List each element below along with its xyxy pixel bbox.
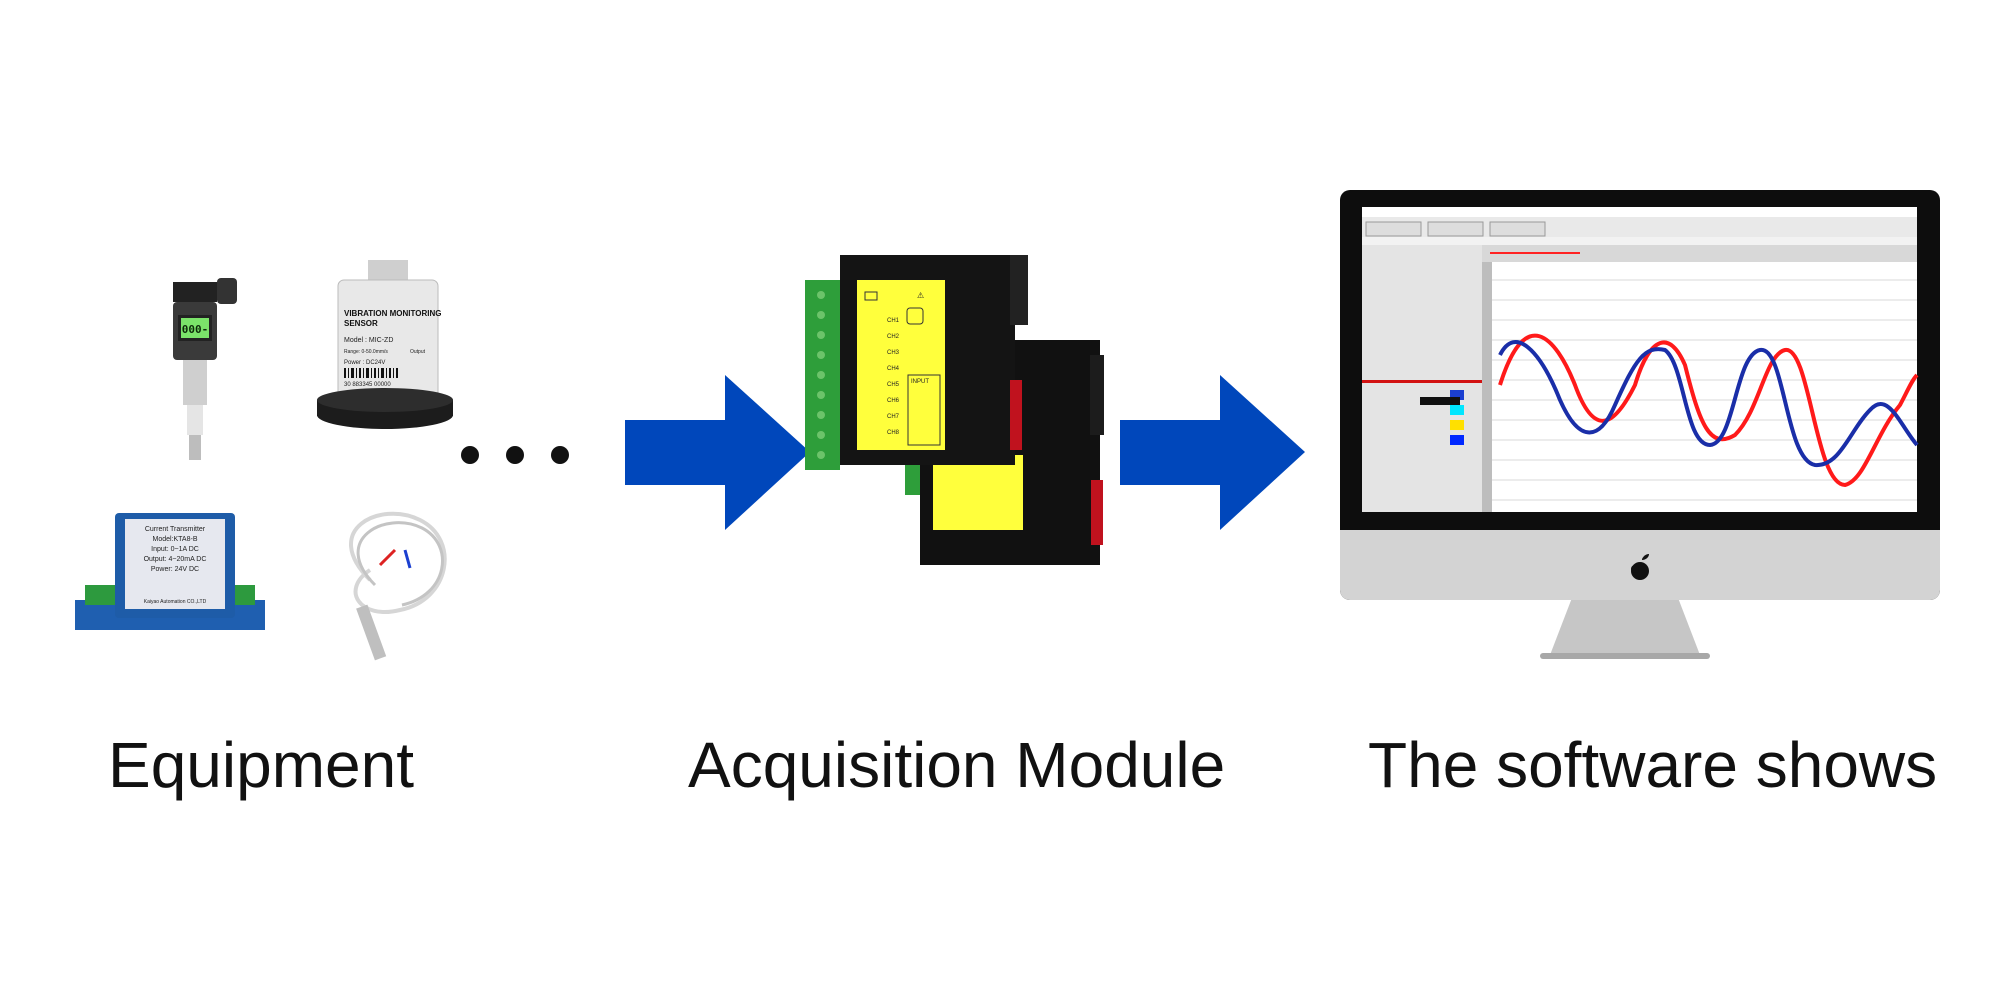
arrow-right-icon (1120, 375, 1305, 530)
current-maker: Kaiyao Automation CO.,LTD (144, 599, 207, 605)
software-caption: The software shows (1368, 729, 1938, 801)
monitor-image (1340, 190, 1940, 659)
channel-label: CH2 (887, 334, 900, 340)
vibration-barcode-text: 30 883345 00000 (344, 382, 391, 388)
monitor-group (1340, 185, 1940, 665)
vibration-power: Power : DC24V (344, 360, 385, 366)
vibration-sensor-image: VIBRATION MONITORING SENSOR Model : MIC-… (317, 260, 453, 429)
arrow-right-icon (625, 375, 810, 530)
barcode (344, 368, 398, 378)
vibration-output: Output (410, 349, 426, 355)
channel-label: CH7 (887, 414, 900, 420)
module-input-label: INPUT (911, 379, 929, 385)
channel-label: CH4 (887, 366, 900, 372)
vibration-model: Model : MIC-ZD (344, 337, 393, 344)
current-power: Power: 24V DC (151, 566, 199, 573)
acquisition-module-group: ⚠ INPUT CH1 CH2 CH3 CH4 CH5 CH6 CH7 CH8 (805, 250, 1110, 570)
transmitter-display-text: 000- (182, 323, 209, 336)
equipment-group: 000- VIBRATION MONITORING SENSOR Model :… (60, 250, 620, 670)
temperature-probe-image (349, 511, 447, 661)
ellipsis-icon (461, 446, 569, 464)
vibration-range: Range: 0-50.0mm/s (344, 349, 388, 355)
pressure-transmitter-image: 000- (173, 278, 237, 460)
current-transmitter-image: Current Transmitter Model:KTA8-B Input: … (75, 513, 265, 630)
apple-logo-icon (1631, 554, 1649, 580)
module-front: ⚠ INPUT (805, 255, 1028, 470)
channel-label: CH5 (887, 382, 900, 388)
equipment-caption: Equipment (108, 729, 414, 801)
acquisition-module-image: ⚠ INPUT CH1 CH2 CH3 CH4 CH5 CH6 CH7 CH8 (805, 255, 1104, 565)
red-waveform-series (1498, 333, 1919, 488)
channel-label: CH1 (887, 318, 900, 324)
module-caption: Acquisition Module (688, 729, 1226, 801)
module-channel-labels: CH1 CH2 CH3 CH4 CH5 CH6 CH7 CH8 (887, 318, 900, 436)
channel-label: CH3 (887, 350, 900, 356)
current-title: Current Transmitter (145, 526, 206, 533)
vibration-label-line2: SENSOR (344, 319, 378, 328)
vibration-label-line1: VIBRATION MONITORING (344, 309, 441, 318)
channel-label: CH8 (887, 430, 900, 436)
current-output: Output: 4~20mA DC (144, 556, 207, 563)
channel-label: CH6 (887, 398, 900, 404)
blue-waveform-series (1498, 340, 1919, 468)
svg-text:⚠: ⚠ (917, 291, 924, 300)
current-model: Model:KTA8-B (153, 536, 198, 543)
current-input: Input: 0~1A DC (151, 546, 199, 553)
